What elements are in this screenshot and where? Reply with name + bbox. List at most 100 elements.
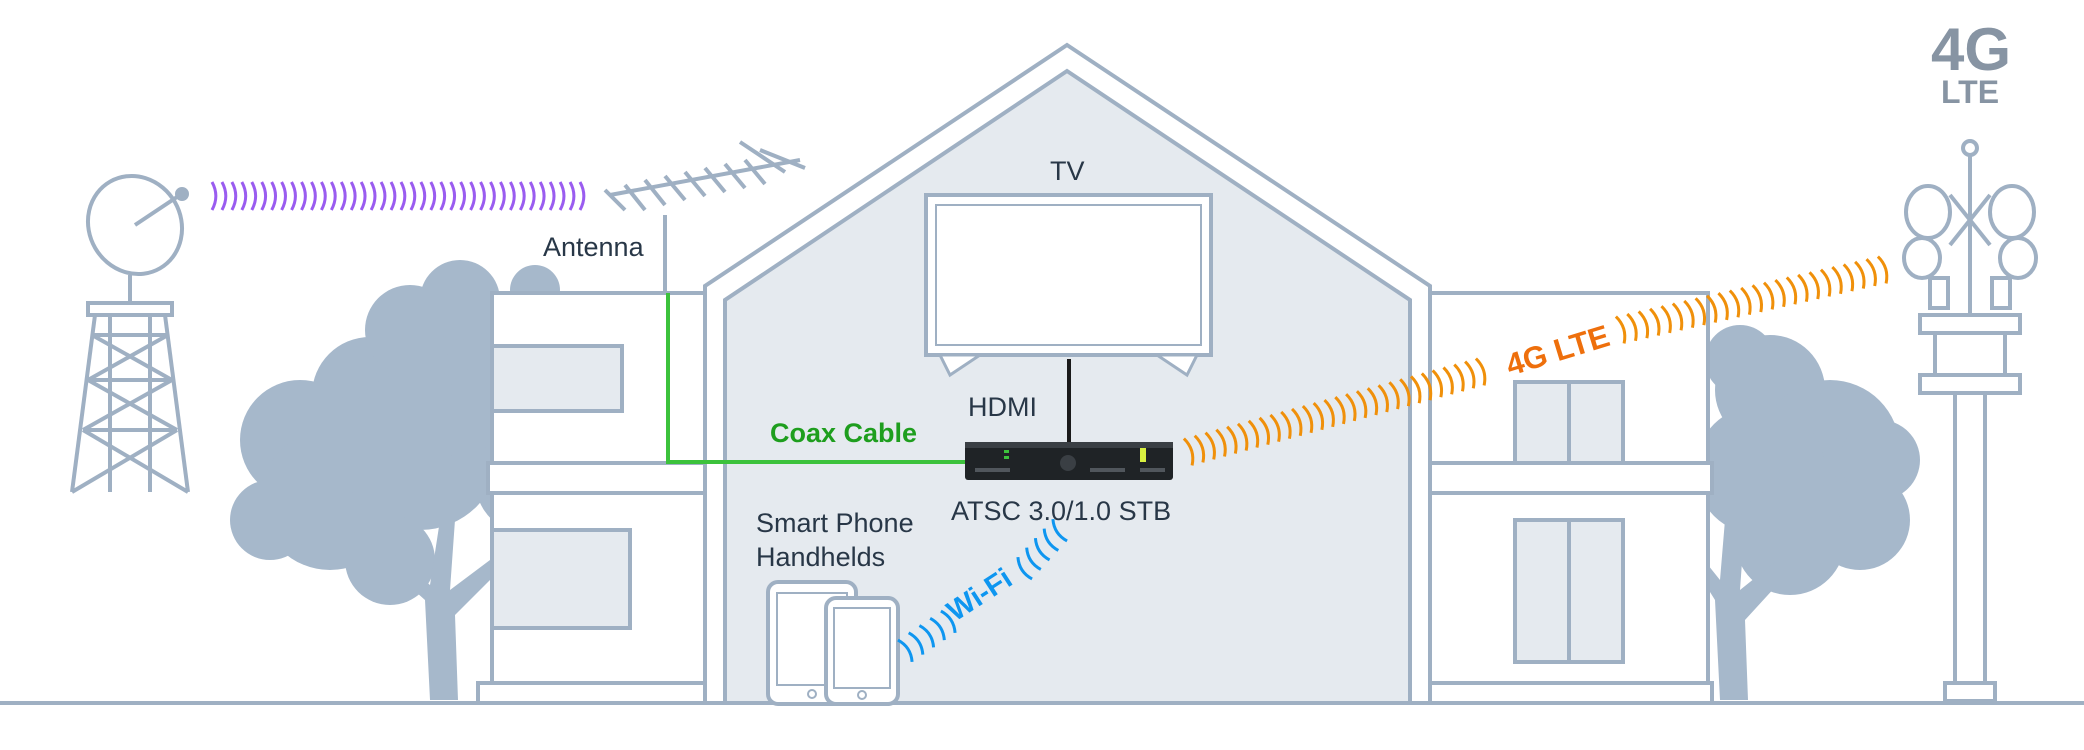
- wave-arc: [1660, 305, 1672, 334]
- wave-arc: [1377, 384, 1389, 413]
- wave-arc: [1236, 422, 1249, 451]
- wave-arc: [528, 181, 536, 211]
- handhelds-label: Handhelds: [756, 542, 885, 572]
- wave-arc: [1355, 390, 1368, 419]
- coax-cable: [666, 293, 968, 464]
- wave-arc: [449, 181, 457, 211]
- wifi-signal-waves: [897, 609, 957, 663]
- wave-arc: [1819, 268, 1832, 297]
- 4g-lte-badge: 4G LTE: [1931, 16, 2011, 110]
- wave-arc: [1399, 378, 1411, 407]
- wave-arc: [389, 181, 397, 211]
- wave-arc: [1464, 360, 1476, 389]
- wave-arc: [1637, 310, 1650, 339]
- wave-arc: [1683, 299, 1695, 329]
- wave-arc: [1025, 547, 1042, 571]
- lte-signal-waves: [1182, 357, 1487, 466]
- wave-arc: [578, 181, 586, 211]
- wave-arc: [210, 181, 218, 211]
- wave-arc: [399, 181, 407, 211]
- wave-arc: [499, 181, 506, 211]
- hdmi-label: HDMI: [968, 392, 1037, 422]
- satellite-dish-icon: [70, 173, 190, 494]
- wave-arc: [280, 181, 287, 211]
- wave-arc: [320, 181, 327, 211]
- wave-arc: [469, 181, 476, 211]
- wave-arc: [558, 181, 566, 211]
- left-wing: [476, 291, 730, 705]
- wave-arc: [349, 181, 357, 211]
- wave-arc: [1876, 255, 1889, 284]
- cell-tower-icon: [1902, 139, 2038, 703]
- wave-arc: [1474, 357, 1487, 386]
- tree-icon: [1690, 325, 1920, 700]
- wave-arc: [1204, 431, 1216, 460]
- wave-arc: [1614, 315, 1627, 344]
- wave-arc: [1762, 281, 1775, 310]
- wave-arc: [230, 181, 238, 211]
- wave-arc: [1388, 381, 1400, 410]
- wave-arc: [1334, 396, 1346, 425]
- tv-icon: [924, 193, 1213, 378]
- wave-arc: [1431, 369, 1444, 398]
- wave-arc: [1409, 375, 1422, 404]
- wave-arc: [270, 181, 278, 211]
- set-top-box-icon: [965, 442, 1173, 480]
- wave-arc: [489, 181, 496, 211]
- wave-arc: [1247, 419, 1260, 448]
- wave-arc: [1042, 528, 1060, 552]
- wave-arc: [300, 181, 307, 211]
- wave-arc: [439, 181, 447, 211]
- wave-arc: [1648, 307, 1661, 336]
- wave-arc: [359, 181, 367, 211]
- wave-arc: [1051, 518, 1068, 543]
- wave-arc: [1258, 416, 1271, 445]
- antenna-label: Antenna: [543, 232, 645, 262]
- wave-arc: [1312, 401, 1325, 431]
- wave-arc: [1016, 556, 1033, 581]
- wave-arc: [1785, 276, 1798, 305]
- wave-arc: [1694, 297, 1707, 326]
- wave-arc: [940, 609, 957, 634]
- wave-arc: [918, 624, 936, 648]
- stb-label: ATSC 3.0/1.0 STB: [951, 496, 1171, 526]
- wave-arc: [1808, 271, 1820, 300]
- wave-arc: [1728, 289, 1741, 318]
- wave-arc: [1182, 437, 1195, 466]
- wave-arc: [1290, 407, 1303, 437]
- wave-arc: [1842, 263, 1855, 292]
- wave-arc: [1717, 292, 1729, 321]
- wave-arc: [929, 617, 946, 641]
- wave-arc: [1442, 366, 1454, 395]
- wave-arc: [509, 181, 516, 211]
- coax-cable-label: Coax Cable: [770, 418, 917, 448]
- badge-lte-text: LTE: [1941, 74, 1999, 110]
- tv-label: TV: [1050, 156, 1085, 186]
- wave-arc: [1626, 312, 1638, 342]
- wave-arc: [1671, 302, 1684, 331]
- wave-arc: [1831, 265, 1843, 295]
- badge-4g-text: 4G: [1931, 16, 2011, 83]
- wave-arc: [1226, 425, 1238, 454]
- wifi-signal-waves: [1016, 518, 1068, 581]
- wave-arc: [1705, 294, 1718, 323]
- lte-signal-waves: [1614, 255, 1889, 344]
- wave-arc: [1033, 537, 1051, 562]
- wave-arc: [1854, 260, 1866, 289]
- wave-arc: [330, 181, 337, 211]
- wave-arc: [1420, 372, 1433, 401]
- wave-arc: [568, 181, 576, 211]
- wave-arc: [1323, 399, 1335, 428]
- wave-arc: [1193, 434, 1206, 463]
- wave-arc: [1751, 284, 1764, 313]
- wave-arc: [220, 181, 228, 211]
- wave-arc: [1301, 404, 1314, 434]
- wave-arc: [429, 181, 437, 211]
- wave-arc: [518, 181, 526, 211]
- wave-arc: [459, 181, 466, 211]
- wave-arc: [1280, 410, 1292, 440]
- wave-arc: [379, 181, 387, 211]
- wave-arc: [897, 638, 914, 663]
- wave-arc: [548, 181, 556, 211]
